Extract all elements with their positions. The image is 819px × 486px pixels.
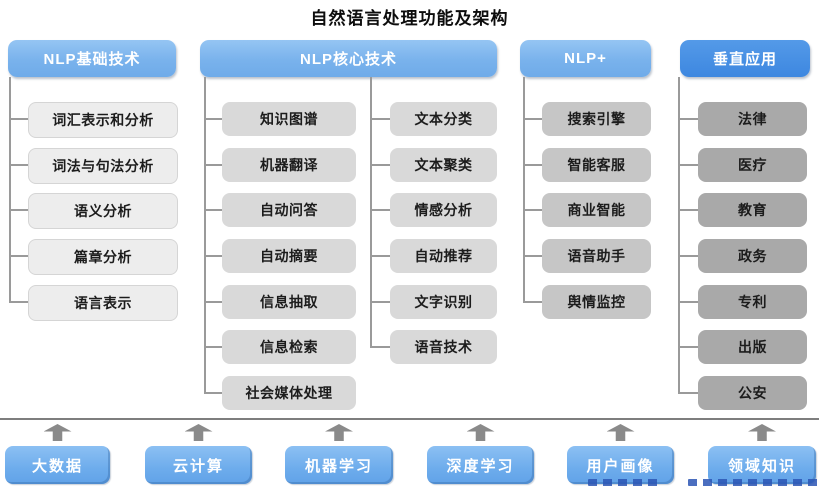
connector-line bbox=[678, 392, 698, 394]
connector-line bbox=[523, 255, 542, 257]
column-header-nlp-basics: NLP基础技术 bbox=[8, 40, 176, 77]
connector-line bbox=[678, 77, 680, 393]
nlp-core-right-node: 文本分类 bbox=[390, 102, 497, 136]
connector-line bbox=[678, 301, 698, 303]
connector-line bbox=[523, 301, 542, 303]
vertical-app-node: 出版 bbox=[698, 330, 807, 364]
watermark-fragment bbox=[688, 479, 818, 486]
foundation-box: 领域知识 bbox=[708, 446, 816, 484]
column-header-nlp-core: NLP核心技术 bbox=[200, 40, 497, 77]
connector-line bbox=[678, 346, 698, 348]
connector-line bbox=[204, 118, 222, 120]
nlp-core-left-node: 机器翻译 bbox=[222, 148, 356, 182]
connector-line bbox=[523, 164, 542, 166]
vertical-app-node: 专利 bbox=[698, 285, 807, 319]
nlp-core-left-node: 自动问答 bbox=[222, 193, 356, 227]
connector-line bbox=[9, 301, 28, 303]
connector-line bbox=[9, 118, 28, 120]
up-arrow-icon bbox=[184, 424, 213, 441]
watermark-fragment bbox=[588, 479, 660, 486]
connector-line bbox=[370, 77, 372, 347]
up-arrow-icon bbox=[43, 424, 72, 441]
connector-line bbox=[370, 118, 390, 120]
column-header-vertical-apps: 垂直应用 bbox=[680, 40, 810, 77]
nlp-basics-node: 词汇表示和分析 bbox=[28, 102, 178, 138]
connector-line bbox=[678, 118, 698, 120]
connector-line bbox=[370, 346, 390, 348]
connector-line bbox=[204, 346, 222, 348]
connector-line bbox=[9, 209, 28, 211]
nlp-basics-node: 篇章分析 bbox=[28, 239, 178, 275]
connector-line bbox=[9, 164, 28, 166]
connector-line bbox=[678, 164, 698, 166]
connector-line bbox=[204, 164, 222, 166]
up-arrow-icon bbox=[606, 424, 635, 441]
connector-line bbox=[370, 301, 390, 303]
connector-line bbox=[523, 77, 525, 302]
nlp-plus-node: 搜索引擎 bbox=[542, 102, 651, 136]
connector-line bbox=[370, 209, 390, 211]
foundation-box: 深度学习 bbox=[427, 446, 534, 484]
foundation-box: 用户画像 bbox=[567, 446, 674, 484]
connector-line bbox=[678, 255, 698, 257]
nlp-core-left-node: 自动摘要 bbox=[222, 239, 356, 273]
nlp-core-right-node: 自动推荐 bbox=[390, 239, 497, 273]
nlp-core-right-node: 情感分析 bbox=[390, 193, 497, 227]
nlp-core-left-node: 知识图谱 bbox=[222, 102, 356, 136]
up-arrow-icon bbox=[466, 424, 495, 441]
nlp-core-right-node: 语音技术 bbox=[390, 330, 497, 364]
nlp-basics-node: 语义分析 bbox=[28, 193, 178, 229]
up-arrow-icon bbox=[325, 424, 353, 441]
connector-line bbox=[204, 77, 206, 393]
foundation-divider-line bbox=[0, 418, 819, 420]
connector-line bbox=[9, 255, 28, 257]
nlp-basics-node: 语言表示 bbox=[28, 285, 178, 321]
connector-line bbox=[204, 301, 222, 303]
vertical-app-node: 教育 bbox=[698, 193, 807, 227]
connector-line bbox=[204, 255, 222, 257]
nlp-core-left-node: 社会媒体处理 bbox=[222, 376, 356, 410]
connector-line bbox=[9, 77, 11, 302]
nlp-plus-node: 智能客服 bbox=[542, 148, 651, 182]
nlp-plus-node: 语音助手 bbox=[542, 239, 651, 273]
connector-line bbox=[370, 255, 390, 257]
connector-line bbox=[204, 209, 222, 211]
connector-line bbox=[204, 392, 222, 394]
vertical-app-node: 医疗 bbox=[698, 148, 807, 182]
nlp-basics-node: 词法与句法分析 bbox=[28, 148, 178, 184]
up-arrow-icon bbox=[748, 424, 776, 441]
foundation-box: 大数据 bbox=[5, 446, 110, 484]
foundation-box: 机器学习 bbox=[285, 446, 393, 484]
diagram-title: 自然语言处理功能及架构 bbox=[310, 9, 509, 28]
connector-line bbox=[678, 209, 698, 211]
nlp-core-left-node: 信息抽取 bbox=[222, 285, 356, 319]
foundation-box: 云计算 bbox=[145, 446, 252, 484]
column-header-nlp-plus: NLP+ bbox=[520, 40, 651, 77]
connector-line bbox=[523, 118, 542, 120]
connector-line bbox=[370, 164, 390, 166]
nlp-core-right-node: 文字识别 bbox=[390, 285, 497, 319]
nlp-core-right-node: 文本聚类 bbox=[390, 148, 497, 182]
nlp-plus-node: 舆情监控 bbox=[542, 285, 651, 319]
nlp-core-left-node: 信息检索 bbox=[222, 330, 356, 364]
vertical-app-node: 政务 bbox=[698, 239, 807, 273]
connector-line bbox=[523, 209, 542, 211]
vertical-app-node: 法律 bbox=[698, 102, 807, 136]
nlp-plus-node: 商业智能 bbox=[542, 193, 651, 227]
vertical-app-node: 公安 bbox=[698, 376, 807, 410]
